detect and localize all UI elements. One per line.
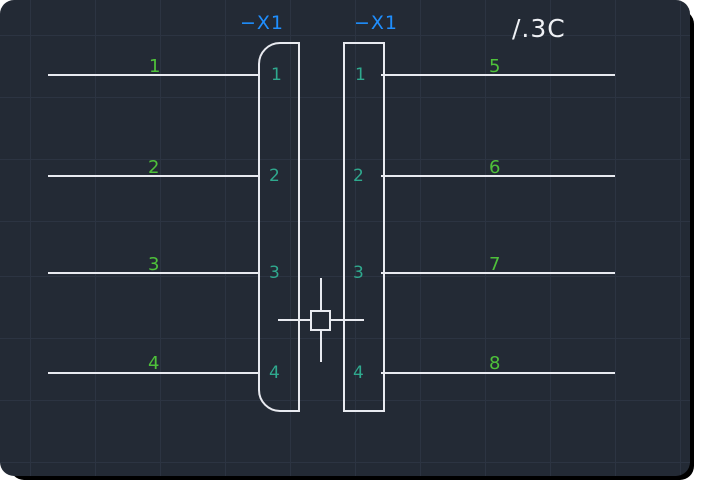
grid-line-vertical xyxy=(615,0,616,476)
connector-body-left[interactable] xyxy=(258,42,300,412)
grid-line-horizontal xyxy=(0,97,690,98)
wire-label-left-2[interactable]: 2 xyxy=(148,157,160,178)
terminal-left-3[interactable]: 3 xyxy=(269,263,280,283)
wire-label-left-1[interactable]: 1 xyxy=(149,56,161,77)
wire-label-right-8[interactable]: 8 xyxy=(489,353,501,374)
grid-line-vertical xyxy=(95,0,96,476)
wire-label-left-4[interactable]: 4 xyxy=(148,353,160,374)
grid-line-vertical xyxy=(485,0,486,476)
grid-line-vertical xyxy=(550,0,551,476)
grid-line-horizontal xyxy=(0,462,690,463)
terminal-right-1[interactable]: 1 xyxy=(355,65,366,85)
wire-label-left-3[interactable]: 3 xyxy=(148,254,160,275)
grid-line-vertical xyxy=(420,0,421,476)
connector-designator-right[interactable]: −X1 xyxy=(354,12,399,34)
wire-left-3[interactable] xyxy=(48,272,260,274)
wire-label-right-6[interactable]: 6 xyxy=(489,157,501,178)
wire-left-2[interactable] xyxy=(48,175,260,177)
terminal-left-4[interactable]: 4 xyxy=(269,363,280,383)
grid-line-horizontal xyxy=(0,276,690,277)
grid-line-vertical xyxy=(30,0,31,476)
drawing-layer: −X1 −X1 1 2 3 4 1 2 3 4 1 2 3 4 5 6 7 8 … xyxy=(48,12,615,412)
grid-line-horizontal xyxy=(0,35,690,36)
wire-right-8[interactable] xyxy=(381,372,615,374)
grid-line-horizontal xyxy=(0,159,690,160)
grid-line-vertical xyxy=(160,0,161,476)
wire-left-1[interactable] xyxy=(48,74,260,76)
grid-line-vertical xyxy=(680,0,681,476)
grid-line-vertical xyxy=(290,0,291,476)
annotation-text[interactable]: /.3C xyxy=(512,14,566,43)
link-box xyxy=(310,310,331,331)
wire-right-7[interactable] xyxy=(381,272,615,274)
connector-designator-left[interactable]: −X1 xyxy=(240,12,285,34)
terminal-right-2[interactable]: 2 xyxy=(353,166,364,186)
grid-line-horizontal xyxy=(0,338,690,339)
wire-label-right-5[interactable]: 5 xyxy=(489,56,501,77)
grid-line-vertical xyxy=(225,0,226,476)
wire-right-6[interactable] xyxy=(381,175,615,177)
terminal-right-4[interactable]: 4 xyxy=(353,363,364,383)
grid-line-horizontal xyxy=(0,221,690,222)
terminal-right-3[interactable]: 3 xyxy=(353,263,364,283)
terminal-left-2[interactable]: 2 xyxy=(269,166,280,186)
wire-right-5[interactable] xyxy=(381,74,615,76)
wire-label-right-7[interactable]: 7 xyxy=(489,254,501,275)
connector-body-right[interactable] xyxy=(343,42,385,412)
grid-line-horizontal xyxy=(0,400,690,401)
grid-line-vertical xyxy=(355,0,356,476)
wire-left-4[interactable] xyxy=(48,372,260,374)
terminal-left-1[interactable]: 1 xyxy=(271,65,282,85)
cad-drawing-canvas[interactable]: −X1 −X1 1 2 3 4 1 2 3 4 1 2 3 4 5 6 7 8 … xyxy=(0,0,690,476)
